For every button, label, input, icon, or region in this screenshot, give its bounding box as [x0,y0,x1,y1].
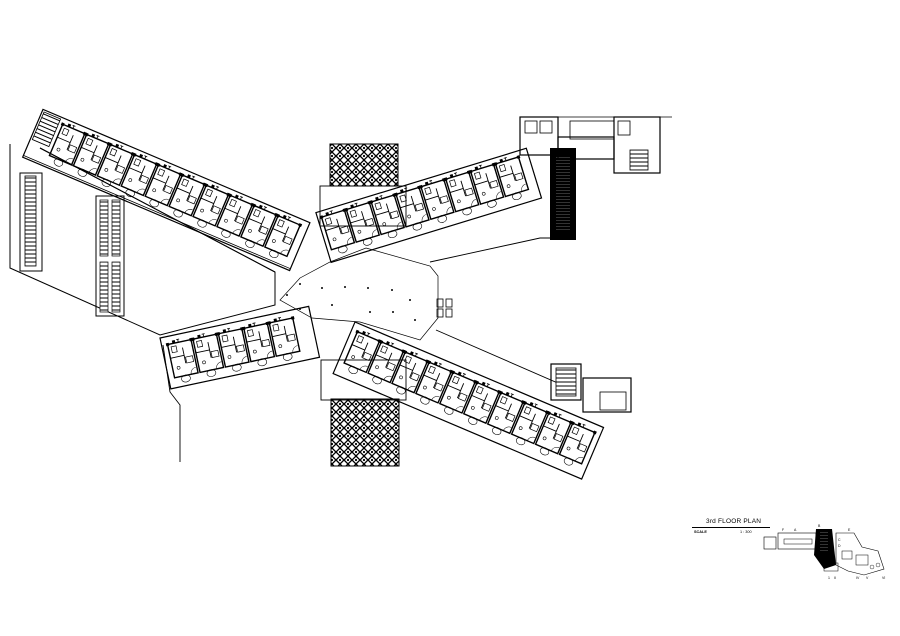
atrium-outline [279,247,439,341]
west-core-stair-c [99,261,109,313]
ne-bridge-stripe [556,156,570,232]
se-wing-corridor [435,329,561,385]
scale-label: SCALE [694,530,707,534]
key-label-1: 1 [828,576,830,580]
key-label-ii: II [834,576,836,580]
west-core-stair-b [111,199,121,257]
central-bridge-south [320,359,407,401]
key-plan: F A B E C D 1 II IV V VI [763,524,885,580]
ne-wing-corridor [429,237,552,263]
west-stair-tower [19,172,43,272]
atrium-lift [436,298,453,318]
se-annex [550,363,632,413]
atrium-columns [286,283,416,321]
lattice-screen-south [330,398,400,467]
key-label-a: A [794,528,797,532]
key-label-f: F [782,528,784,532]
title-underline [692,527,770,528]
ne-annex [519,116,672,174]
west-stair-flight [24,175,37,267]
key-label-b: B [818,524,821,528]
drawing-title-block: 3rd FLOOR PLAN SCALE 1 : 300 [692,518,772,542]
central-bridge-north [319,185,407,227]
west-core-stair-a [99,199,109,257]
key-label-v: V [866,576,869,580]
lattice-screen-north [329,143,399,187]
key-label-iv: IV [856,576,860,580]
sw-boundary [162,344,181,462]
west-core-stair-d [111,261,121,313]
key-label-vi: VI [882,576,885,580]
wing-north-east [315,147,543,264]
key-label-d: D [838,544,841,548]
wing-south-east [332,321,605,480]
wing-south-west [159,305,321,390]
key-label-c: C [838,538,841,542]
west-core [95,195,125,317]
scale-value: 1 : 300 [740,530,752,534]
wing-north-west [21,108,311,272]
drawing-title: 3rd FLOOR PLAN [706,518,762,525]
key-label-e: E [848,528,851,532]
nw-stair [31,111,62,148]
